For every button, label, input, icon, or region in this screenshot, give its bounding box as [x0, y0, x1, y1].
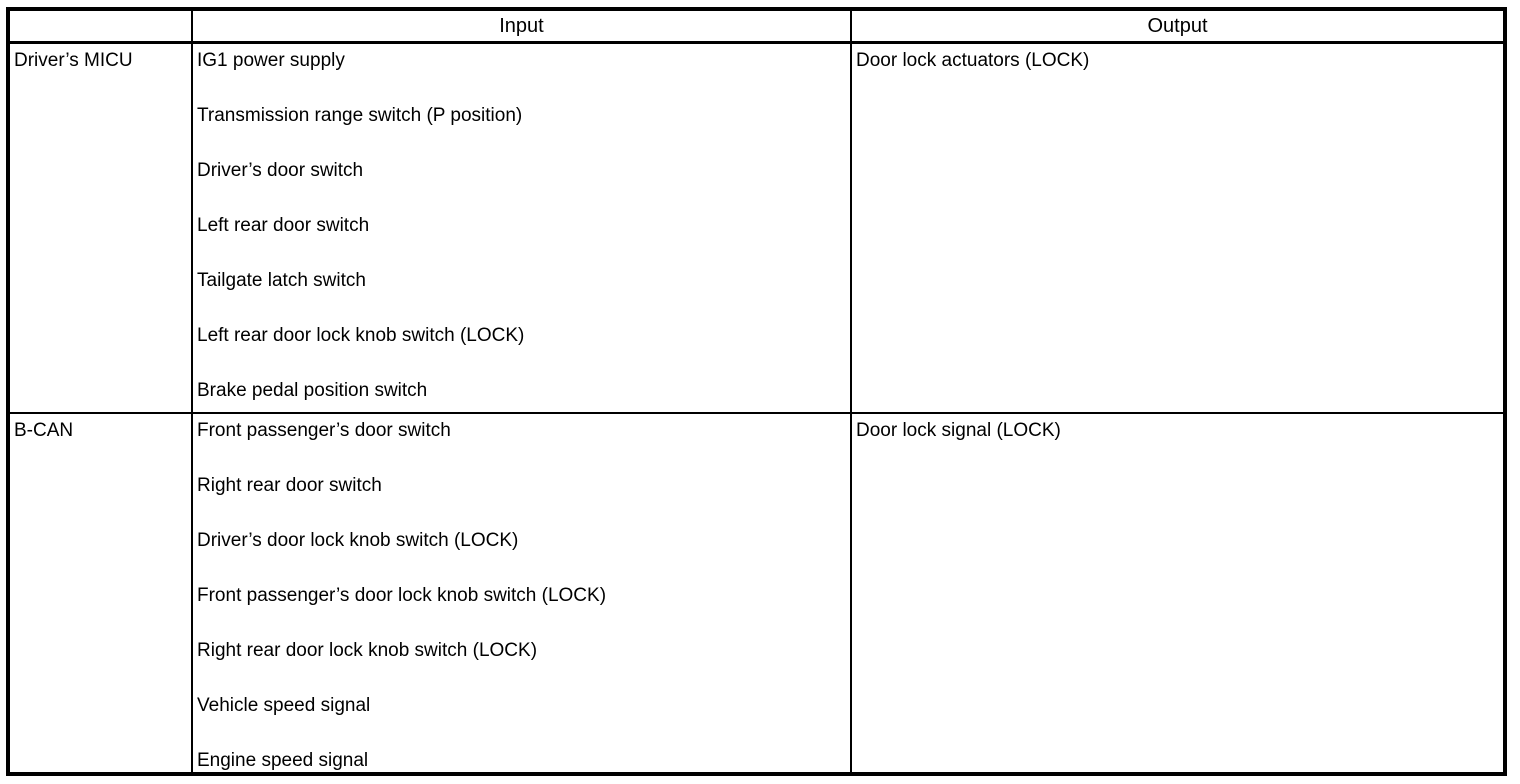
header-input-label: Input — [499, 14, 544, 37]
header-output-label: Output — [1147, 14, 1208, 37]
row-output-cell: Door lock actuators (LOCK) — [852, 44, 1503, 414]
input-item: Left rear door lock knob switch (LOCK) — [197, 325, 525, 346]
row-source-label: Driver’s MICU — [14, 50, 133, 71]
header-source-label — [10, 11, 191, 41]
input-item: Right rear door lock knob switch (LOCK) — [197, 640, 538, 661]
header-cell-output: Output — [852, 11, 1503, 44]
input-item: Right rear door switch — [197, 475, 382, 496]
input-item: Front passenger’s door lock knob switch … — [197, 585, 607, 606]
row-source-cell: B-CAN — [10, 414, 193, 772]
input-item: Front passenger’s door switch — [197, 420, 451, 441]
row-input-cell: Front passenger’s door switch Right rear… — [193, 414, 852, 772]
input-item: Driver’s door lock knob switch (LOCK) — [197, 530, 519, 551]
row-input-cell: IG1 power supply Transmission range swit… — [193, 44, 852, 414]
header-cell-input: Input — [193, 11, 852, 44]
input-item: Driver’s door switch — [197, 160, 364, 181]
input-item: Brake pedal position switch — [197, 380, 428, 401]
input-output-table: Input Output Driver’s MICU IG1 power sup… — [6, 7, 1507, 776]
input-item: Vehicle speed signal — [197, 695, 371, 716]
input-item: Tailgate latch switch — [197, 270, 366, 291]
header-cell-source — [10, 11, 193, 44]
input-item: IG1 power supply — [197, 50, 345, 71]
row-source-cell: Driver’s MICU — [10, 44, 193, 414]
row-output-cell: Door lock signal (LOCK) — [852, 414, 1503, 772]
input-item: Transmission range switch (P position) — [197, 105, 523, 126]
input-item: Engine speed signal — [197, 750, 369, 771]
row-source-label: B-CAN — [14, 420, 74, 441]
output-item: Door lock signal (LOCK) — [856, 420, 1061, 441]
output-item: Door lock actuators (LOCK) — [856, 50, 1090, 71]
input-item: Left rear door switch — [197, 215, 370, 236]
